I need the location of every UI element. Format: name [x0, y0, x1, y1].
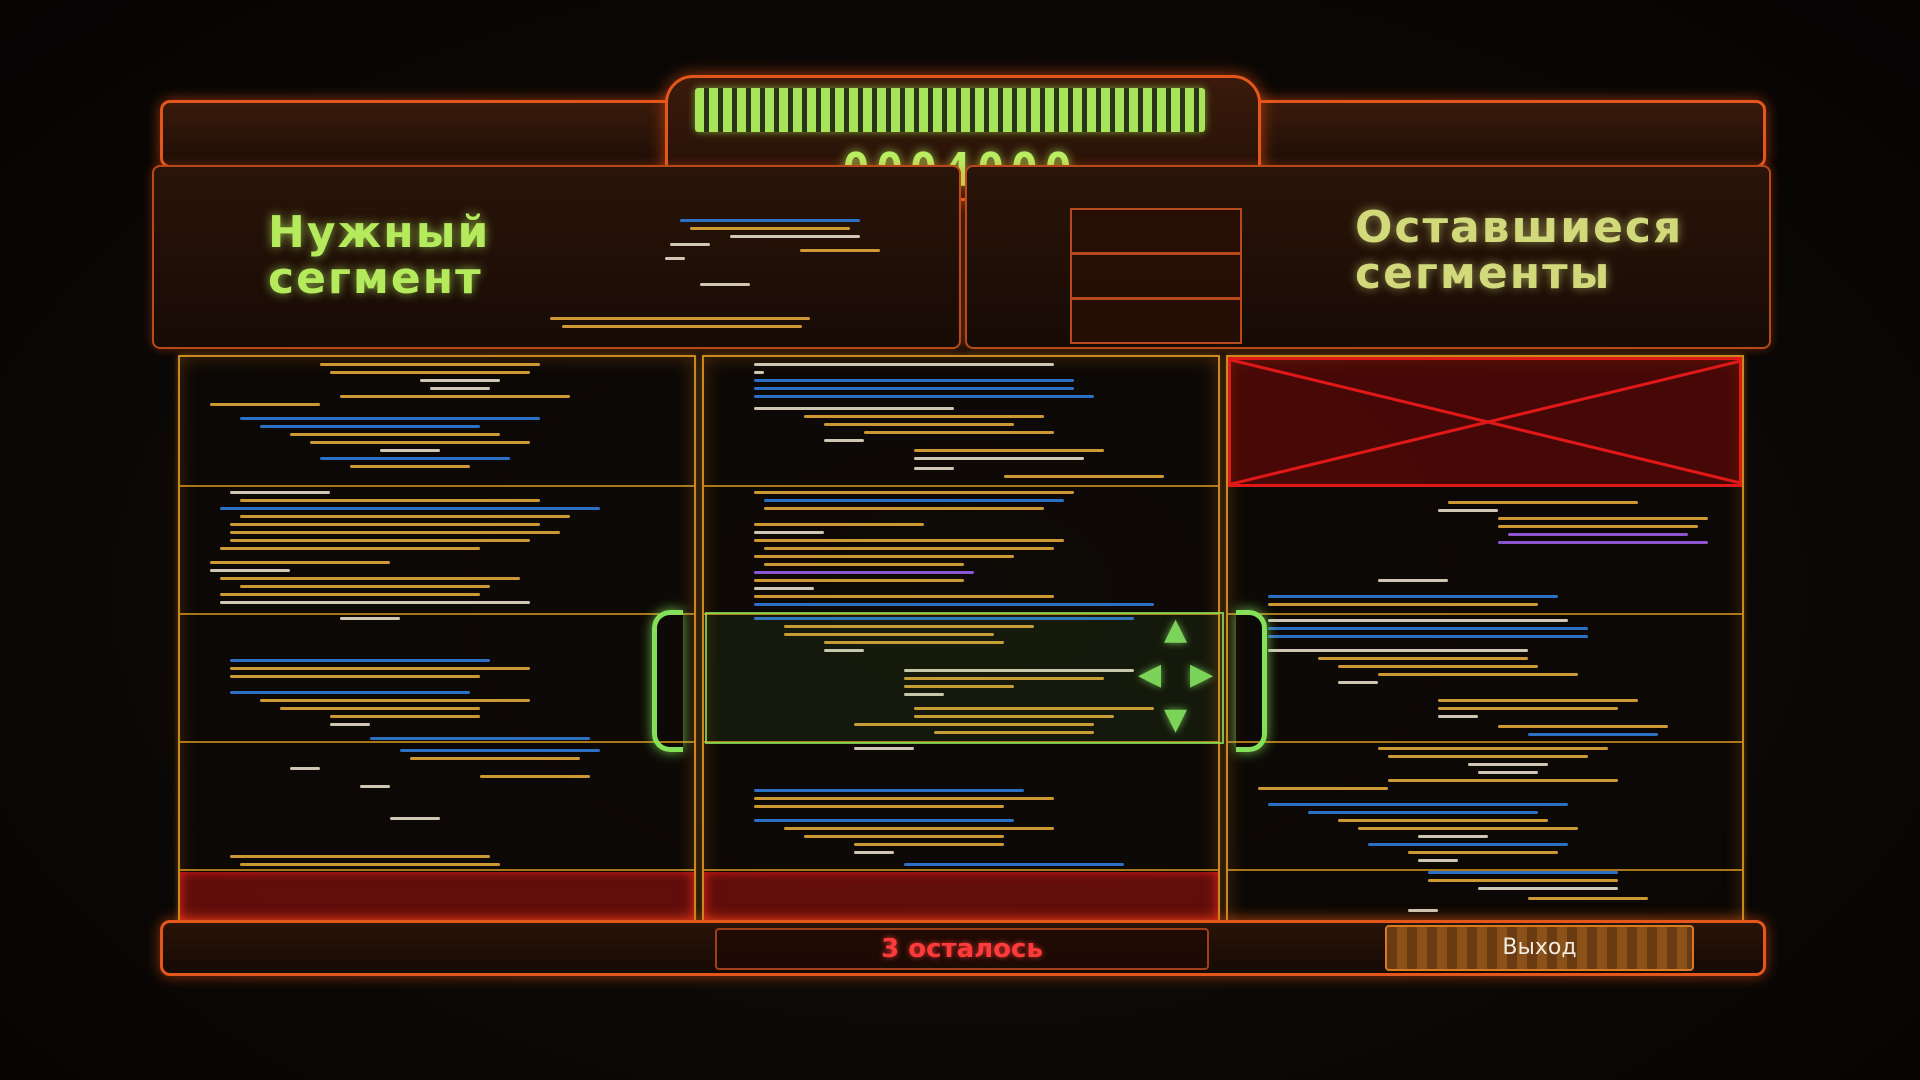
code-column-2: [702, 355, 1220, 924]
remaining-segments-title: Оставшиеся сегменты: [1355, 205, 1755, 297]
segment-slot: [1070, 253, 1242, 299]
remaining-segments-title-line1: Оставшиеся: [1355, 202, 1684, 253]
segment-selection[interactable]: [705, 612, 1224, 744]
blocked-segment-marker: [1228, 357, 1742, 487]
bracket-right-icon: [1236, 610, 1267, 752]
blocked-segment-band: [180, 872, 694, 922]
needed-segment-title-line1: Нужный: [268, 207, 491, 258]
bracket-left-icon: [652, 610, 683, 752]
arrow-up-icon[interactable]: ▲: [1164, 612, 1188, 647]
cross-icon: [1231, 360, 1742, 484]
score-progress-bars: [695, 88, 1205, 132]
segment-slot: [1070, 208, 1242, 254]
needed-segment-code-preview: [550, 215, 890, 335]
arrow-right-icon[interactable]: ▶: [1190, 657, 1214, 692]
remaining-count: 3 осталось: [715, 928, 1209, 970]
arrow-down-icon[interactable]: ▼: [1164, 702, 1188, 737]
remaining-segments-title-line2: сегменты: [1355, 248, 1612, 299]
arrow-left-icon[interactable]: ◀: [1138, 657, 1162, 692]
code-column-3: [1226, 355, 1744, 924]
blocked-segment-band: [704, 872, 1218, 922]
needed-segment-title-line2: сегмент: [268, 253, 483, 304]
code-column-1: [178, 355, 696, 924]
segment-slot: [1070, 298, 1242, 344]
exit-button[interactable]: Выход: [1385, 925, 1694, 971]
needed-segment-title: Нужный сегмент: [268, 210, 528, 302]
